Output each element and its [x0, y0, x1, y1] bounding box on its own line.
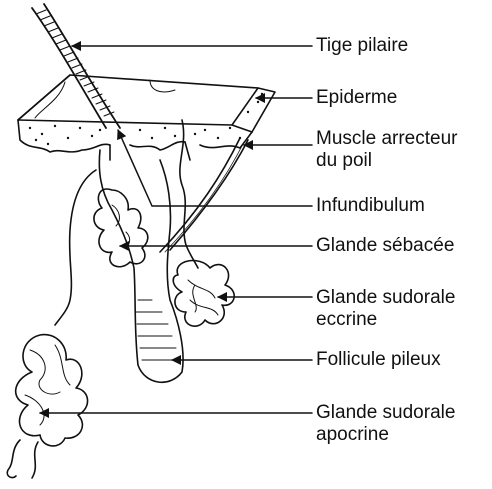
hair-follicle — [99, 150, 183, 382]
label-follicule-pileux: Follicule pileux — [316, 349, 441, 371]
label-epiderme: Epiderme — [316, 87, 397, 109]
label-tige-pilaire: Tige pilaire — [316, 35, 408, 57]
eccrine-sweat-gland — [173, 120, 234, 326]
label-muscle-arrecteur: Muscle arrecteur du poil — [316, 128, 458, 172]
arrector-muscle — [160, 138, 248, 252]
label-apocrine-line2: apocrine — [316, 424, 455, 446]
label-infundibulum: Infundibulum — [316, 195, 425, 217]
epidermis-block — [18, 75, 275, 160]
apocrine-sweat-gland — [7, 170, 96, 478]
label-eccrine-line1: Glande sudorale — [316, 287, 455, 309]
label-muscle-line1: Muscle arrecteur — [316, 128, 458, 150]
label-eccrine-line2: eccrine — [316, 309, 455, 331]
label-glande-eccrine: Glande sudorale eccrine — [316, 287, 455, 331]
label-glande-sebacee: Glande sébacée — [316, 235, 454, 257]
label-muscle-line2: du poil — [316, 150, 458, 172]
label-glande-apocrine: Glande sudorale apocrine — [316, 402, 455, 446]
label-apocrine-line1: Glande sudorale — [316, 402, 455, 424]
